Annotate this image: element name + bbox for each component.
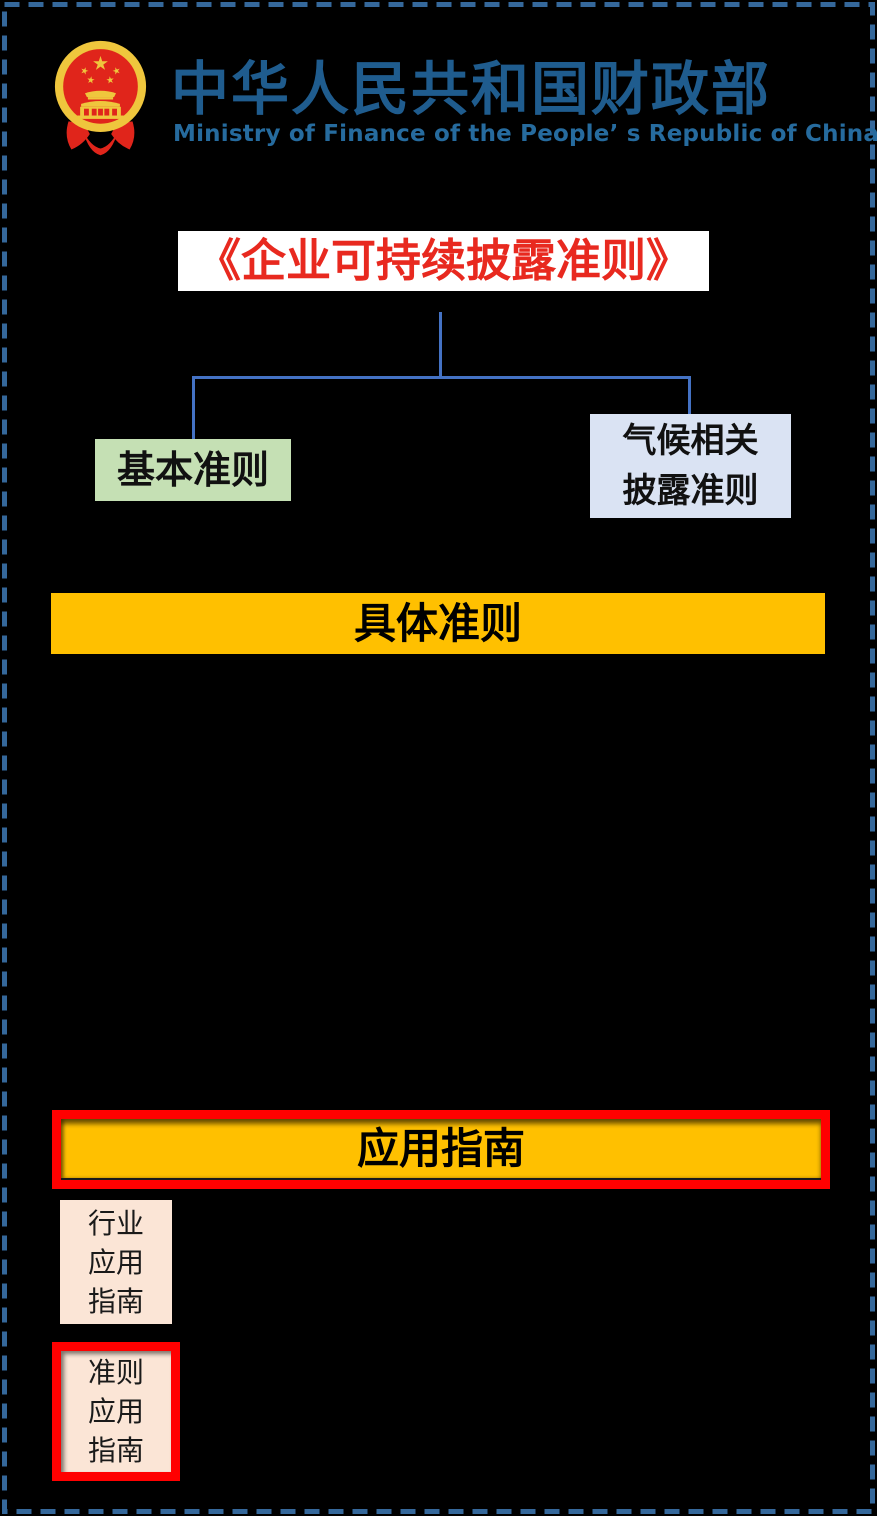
industry-guide-line-2: 应用	[87, 1246, 144, 1279]
standard-guide-line-1: 准则	[87, 1356, 144, 1389]
industry-guide-line-1: 行业	[87, 1207, 144, 1240]
connector-stem	[439, 312, 442, 378]
connector-horizontal	[192, 376, 691, 379]
node-basic-standards: 基本准则	[95, 439, 291, 501]
bar-specific-standards: 具体准则	[51, 593, 825, 654]
standard-guide-label: 准则 应用 指南	[61, 1351, 171, 1472]
bar-application-guides-highlighted: 应用指南	[52, 1110, 830, 1189]
industry-guide-line-3: 指南	[87, 1285, 144, 1318]
climate-line-1: 气候相关	[622, 421, 759, 461]
node-standard-application-guides-highlighted: 准则 应用 指南	[52, 1342, 180, 1481]
bar-application-guides-label: 应用指南	[61, 1119, 821, 1180]
connector-drop-left	[192, 376, 195, 440]
china-national-emblem-icon	[54, 40, 147, 156]
ministry-title-en: Ministry of Finance of the People’ s Rep…	[173, 121, 877, 147]
standard-guide-line-3: 指南	[87, 1434, 144, 1467]
climate-line-2: 披露准则	[622, 471, 759, 511]
connector-drop-right	[688, 376, 691, 416]
root-node-csds-title: 《企业可持续披露准则》	[178, 231, 709, 291]
node-industry-application-guides: 行业 应用 指南	[60, 1200, 172, 1324]
standard-guide-line-2: 应用	[87, 1395, 144, 1428]
node-climate-disclosure-standards: 气候相关 披露准则	[590, 414, 791, 518]
ministry-title-cn: 中华人民共和国财政部	[171, 55, 772, 123]
